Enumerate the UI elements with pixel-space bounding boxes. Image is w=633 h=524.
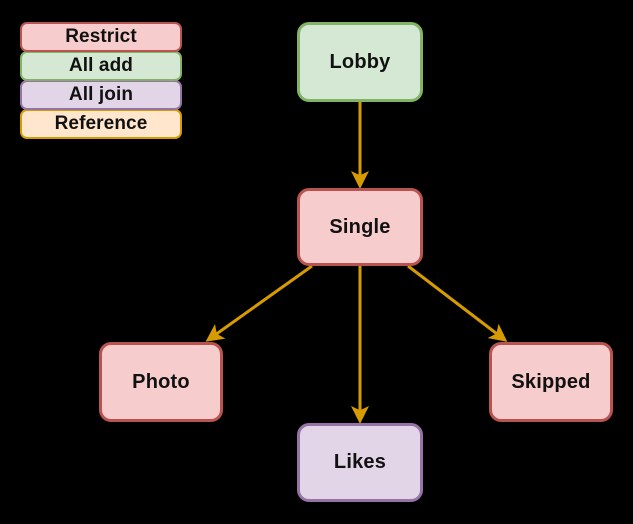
node-lobby[interactable]: Lobby [297, 22, 423, 102]
node-label: Skipped [511, 370, 591, 393]
node-single[interactable]: Single [297, 188, 423, 266]
node-label: Single [329, 215, 391, 238]
node-photo[interactable]: Photo [99, 342, 223, 422]
edge-single-to-skipped [407, 264, 508, 342]
node-label: Likes [333, 451, 387, 473]
legend-item-label: All join [68, 84, 134, 105]
legend-item-all-join: All join [20, 80, 182, 110]
node-label: Photo [132, 370, 190, 393]
legend-item-reference: Reference [20, 109, 182, 139]
node-likes[interactable]: Likes [297, 423, 423, 502]
legend-item-label: Reference [54, 113, 148, 134]
legend-item-restrict: Restrict [20, 22, 182, 52]
node-skipped[interactable]: Skipped [489, 342, 613, 422]
edge-group [205, 102, 508, 424]
edge-single-to-photo [205, 264, 313, 342]
node-label: Lobby [329, 50, 391, 73]
legend-item-label: All add [68, 55, 134, 76]
legend-item-all-add: All add [20, 51, 182, 81]
legend-item-label: Restrict [65, 26, 137, 47]
